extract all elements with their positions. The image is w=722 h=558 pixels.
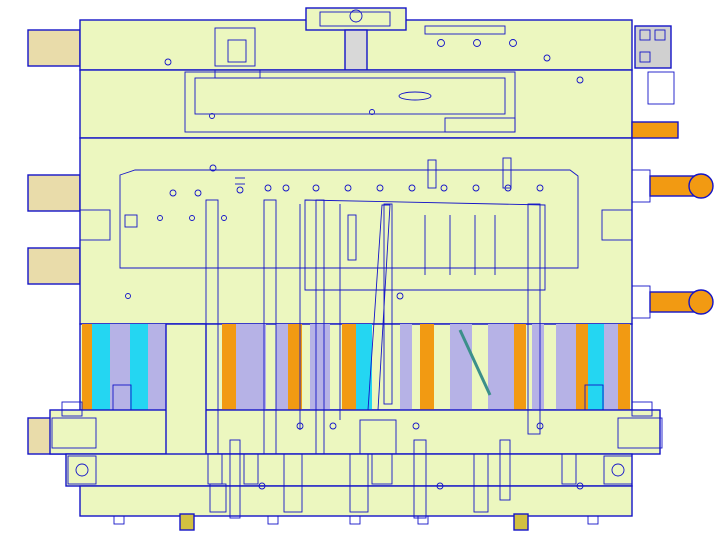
hydraulic-motor	[647, 71, 675, 105]
ejector-plate	[49, 401, 663, 457]
foot-6	[513, 513, 529, 531]
left-guide-pins	[27, 29, 81, 455]
runner-channel	[184, 71, 516, 133]
connector-block	[631, 121, 679, 139]
guide-pin-left-1	[27, 29, 81, 67]
hot-runner-manifold	[214, 69, 261, 79]
bottom-clamp-plate	[65, 439, 633, 519]
cooling-pipe-2-end	[688, 289, 714, 315]
foot-7	[587, 515, 599, 525]
angled-lifter	[367, 204, 391, 411]
sprue-bushing	[344, 29, 368, 71]
a-plate	[79, 69, 633, 139]
b-plate	[79, 137, 633, 325]
foot-3	[267, 515, 279, 525]
support-columns	[79, 323, 633, 411]
guide-pin-left-3	[27, 247, 81, 285]
hydraulic-valve-block	[634, 25, 672, 69]
top-clamp-plate	[79, 7, 633, 71]
foot-5	[417, 515, 429, 525]
leveling-feet	[113, 513, 599, 531]
foot-2	[179, 513, 195, 531]
foot-1	[113, 515, 125, 525]
guide-pin-left-2	[27, 174, 81, 212]
right-fittings	[79, 25, 714, 319]
cooling-pipe-1-end	[688, 173, 714, 199]
foot-4	[349, 515, 361, 525]
locating-ring	[305, 7, 407, 31]
